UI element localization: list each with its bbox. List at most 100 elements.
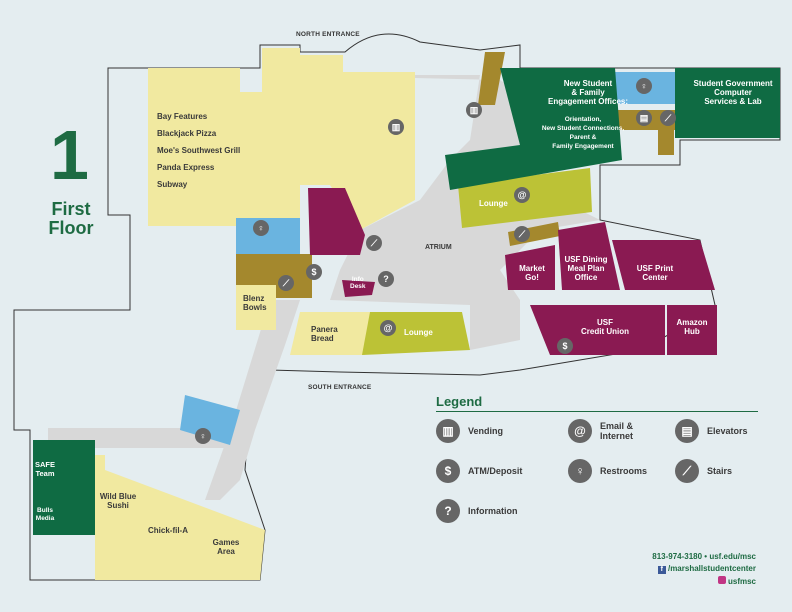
market-label[interactable]: Market Go! xyxy=(510,264,554,282)
floor-number: 1 xyxy=(50,116,89,194)
legend-title: Legend xyxy=(436,394,483,409)
atm-icon[interactable]: $ xyxy=(557,338,573,354)
student-gov-line: Services & Lab xyxy=(704,97,762,106)
north-entrance-label: NORTH ENTRANCE xyxy=(296,31,360,38)
stairs-icon[interactable]: ⟋ xyxy=(514,226,530,242)
new-student-sub-label: Orientation, New Student Connections, Pa… xyxy=(518,115,648,151)
food-item[interactable]: Subway xyxy=(157,180,188,189)
floor-name-line2: Floor xyxy=(48,218,94,238)
information-icon[interactable]: ? xyxy=(378,271,394,287)
bulls-media-line: Media xyxy=(35,515,55,522)
elevator-icon: ▤ xyxy=(675,419,699,443)
email-icon: @ xyxy=(568,419,592,443)
student-gov-area xyxy=(675,68,780,138)
chick-label[interactable]: Chick-fil-A xyxy=(148,526,188,535)
info-desk-line: Desk xyxy=(350,283,366,290)
panera-label[interactable]: Panera Bread xyxy=(311,325,338,343)
blenz-label[interactable]: Blenz Bowls xyxy=(243,294,267,312)
restroom-icon[interactable]: ♀ xyxy=(195,428,211,444)
legend-item-information: ? Information xyxy=(436,499,518,523)
student-gov-line: Student Government xyxy=(693,79,773,88)
floor-name: First Floor xyxy=(44,200,98,238)
facebook-handle: /marshallstudentcenter xyxy=(667,564,756,573)
legend-item-email: @ Email & Internet xyxy=(568,419,633,443)
legend-label-line: Internet xyxy=(600,431,634,441)
new-student-area xyxy=(445,68,622,190)
dining-line: Office xyxy=(574,273,598,282)
contact-facebook[interactable]: f /marshallstudentcenter xyxy=(657,564,756,574)
atm-icon: $ xyxy=(436,459,460,483)
contact-instagram[interactable]: usfmsc xyxy=(717,576,756,586)
dining-line: Meal Plan xyxy=(567,264,605,273)
market-line: Market xyxy=(519,264,545,273)
stairs-icon[interactable]: ⟋ xyxy=(366,235,382,251)
food-item[interactable]: Bay Features xyxy=(157,112,208,121)
student-gov-label[interactable]: Student Government Computer Services & L… xyxy=(688,79,778,106)
print-line: Center xyxy=(642,273,668,282)
stairs-icon: ⟋ xyxy=(675,459,699,483)
email-icon[interactable]: @ xyxy=(380,320,396,336)
legend-label: ATM/Deposit xyxy=(468,466,523,476)
instagram-handle: usfmsc xyxy=(727,577,756,586)
atm-icon[interactable]: $ xyxy=(306,264,322,280)
blenz-line: Blenz xyxy=(243,294,265,303)
email-icon[interactable]: @ xyxy=(514,187,530,203)
legend-item-vending: ▥ Vending xyxy=(436,419,503,443)
info-desk-label[interactable]: Info Desk xyxy=(350,276,366,290)
dining-label[interactable]: USF Dining Meal Plan Office xyxy=(560,255,612,282)
amazon-area xyxy=(667,305,717,355)
credit-union-label[interactable]: USF Credit Union xyxy=(575,318,635,336)
new-student-sub-line: Family Engagement xyxy=(552,143,614,150)
restroom-icon[interactable]: ♀ xyxy=(253,220,269,236)
print-label[interactable]: USF Print Center xyxy=(630,264,680,282)
legend-divider xyxy=(436,411,758,412)
new-student-line: & Family xyxy=(571,88,605,97)
atrium-label: ATRIUM xyxy=(425,244,452,251)
amazon-line: Amazon xyxy=(676,318,708,327)
bulls-media-line: Bulls xyxy=(37,507,53,514)
wild-blue-line: Sushi xyxy=(107,501,129,510)
lounge-north-label[interactable]: Lounge xyxy=(479,199,508,208)
credit-union-line: Credit Union xyxy=(581,327,629,336)
restroom-icon[interactable]: ♀ xyxy=(636,78,652,94)
blenz-line: Bowls xyxy=(243,303,267,312)
dining-line: USF Dining xyxy=(564,255,608,264)
panera-line: Bread xyxy=(311,334,334,343)
student-gov-line: Computer xyxy=(714,88,752,97)
stairs-icon[interactable]: ⟋ xyxy=(660,110,676,126)
amazon-label[interactable]: Amazon Hub xyxy=(670,318,714,336)
food-item[interactable]: Panda Express xyxy=(157,163,215,172)
lounge-south-label[interactable]: Lounge xyxy=(404,328,433,337)
vending-icon[interactable]: ▥ xyxy=(466,102,482,118)
elevator-icon[interactable]: ▤ xyxy=(636,110,652,126)
food-item[interactable]: Moe's Southwest Grill xyxy=(157,146,241,155)
legend-label: Information xyxy=(468,506,518,516)
instagram-icon xyxy=(717,576,726,584)
food-item[interactable]: Blackjack Pizza xyxy=(157,129,217,138)
safe-label[interactable]: SAFE Team xyxy=(33,460,57,478)
new-student-sub-line: New Student Connections, xyxy=(541,125,625,132)
panera-area xyxy=(290,312,370,355)
new-student-label[interactable]: New Student & Family Engagement Offices: xyxy=(533,79,643,106)
south-entrance-label: SOUTH ENTRANCE xyxy=(308,384,372,391)
legend-label: Stairs xyxy=(707,466,733,476)
new-student-sub-line: Orientation, xyxy=(564,116,602,123)
print-area xyxy=(612,240,715,290)
restroom-icon: ♀ xyxy=(568,459,592,483)
legend-label: Vending xyxy=(468,426,504,436)
games-label[interactable]: Games Area xyxy=(210,538,242,556)
legend-item-elevators: ▤ Elevators xyxy=(675,419,748,443)
new-student-sub-line: Parent & xyxy=(569,134,597,141)
maroon-center xyxy=(308,188,365,255)
market-line: Go! xyxy=(525,273,539,282)
green-west-2 xyxy=(68,470,95,530)
legend-item-restrooms: ♀ Restrooms xyxy=(568,459,647,483)
safe-line: Team xyxy=(35,469,55,478)
stairs-icon[interactable]: ⟋ xyxy=(278,275,294,291)
bulls-media-label[interactable]: Bulls Media xyxy=(34,507,56,523)
wild-blue-label[interactable]: Wild Blue Sushi xyxy=(96,492,140,510)
contact-phone-web[interactable]: 813-974-3180 • usf.edu/msc xyxy=(652,552,756,561)
safe-line: SAFE xyxy=(34,460,55,469)
vending-icon[interactable]: ▥ xyxy=(388,119,404,135)
